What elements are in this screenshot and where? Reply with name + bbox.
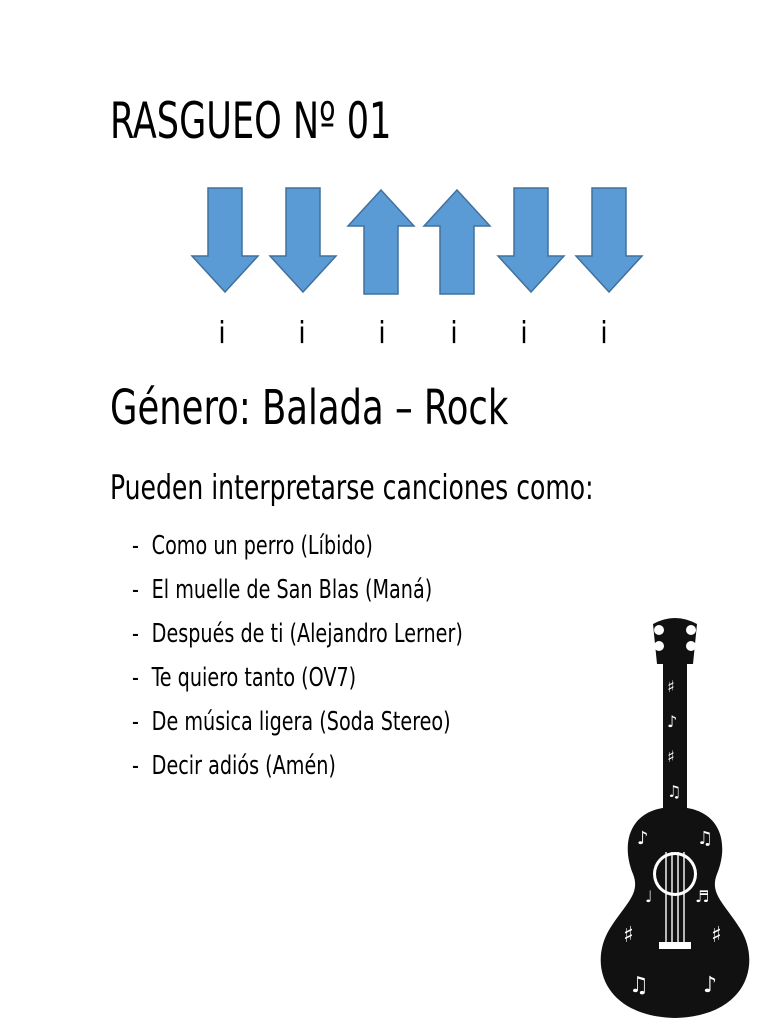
strum-arrow-down-icon: [496, 186, 566, 296]
finger-label-6: i: [600, 316, 608, 351]
svg-text:♯: ♯: [667, 747, 675, 766]
strum-arrow-down-icon: [574, 186, 644, 296]
song-title: Te quiero tanto (OV7): [151, 663, 357, 693]
guitar-icon: ♯ ♪ ♯ ♫ ♪ ♫ ♯ ♯ ♫ ♪ ♩ ♬: [600, 618, 750, 1018]
svg-text:♪: ♪: [703, 973, 717, 998]
list-marker: -: [132, 663, 139, 693]
svg-text:♩: ♩: [645, 887, 653, 906]
strum-arrow-up-icon: [422, 186, 492, 296]
list-item: -Te quiero tanto (OV7): [132, 660, 463, 704]
strum-arrow-down-icon: [268, 186, 338, 296]
finger-label-2: i: [298, 316, 306, 351]
song-title: El muelle de San Blas (Maná): [151, 575, 433, 605]
strum-pattern: [0, 0, 768, 360]
svg-text:♬: ♬: [695, 887, 709, 906]
svg-text:♯: ♯: [667, 677, 675, 696]
genre-heading: Género: Balada – Rock: [110, 380, 509, 436]
songs-intro: Pueden interpretarse canciones como:: [110, 468, 594, 508]
list-marker: -: [132, 619, 139, 649]
strum-arrow-down-icon: [190, 186, 260, 296]
song-title: Como un perro (Líbido): [151, 531, 373, 561]
svg-text:♫: ♫: [667, 782, 681, 801]
finger-label-3: i: [378, 316, 386, 351]
svg-text:♯: ♯: [711, 923, 722, 948]
svg-text:♯: ♯: [623, 923, 634, 948]
list-item: -Después de ti (Alejandro Lerner): [132, 616, 463, 660]
strum-arrow-up-icon: [346, 186, 416, 296]
song-list: -Como un perro (Líbido) -El muelle de Sa…: [132, 528, 535, 792]
list-item: -Decir adiós (Amén): [132, 748, 463, 792]
page-title: RASGUEO Nº 01: [110, 92, 392, 150]
song-title: De música ligera (Soda Stereo): [151, 707, 451, 737]
list-item: -Como un perro (Líbido): [132, 528, 463, 572]
svg-text:♫: ♫: [697, 828, 713, 849]
list-item: -De música ligera (Soda Stereo): [132, 704, 463, 748]
finger-label-1: i: [218, 316, 226, 351]
list-item: -El muelle de San Blas (Maná): [132, 572, 463, 616]
song-title: Después de ti (Alejandro Lerner): [151, 619, 463, 649]
finger-label-4: i: [450, 316, 458, 351]
list-marker: -: [132, 707, 139, 737]
song-title: Decir adiós (Amén): [151, 751, 336, 781]
svg-text:♪: ♪: [667, 712, 677, 731]
list-marker: -: [132, 531, 139, 561]
svg-text:♫: ♫: [629, 973, 649, 998]
list-marker: -: [132, 575, 139, 605]
list-marker: -: [132, 751, 139, 781]
svg-text:♪: ♪: [637, 828, 649, 849]
finger-label-5: i: [520, 316, 528, 351]
